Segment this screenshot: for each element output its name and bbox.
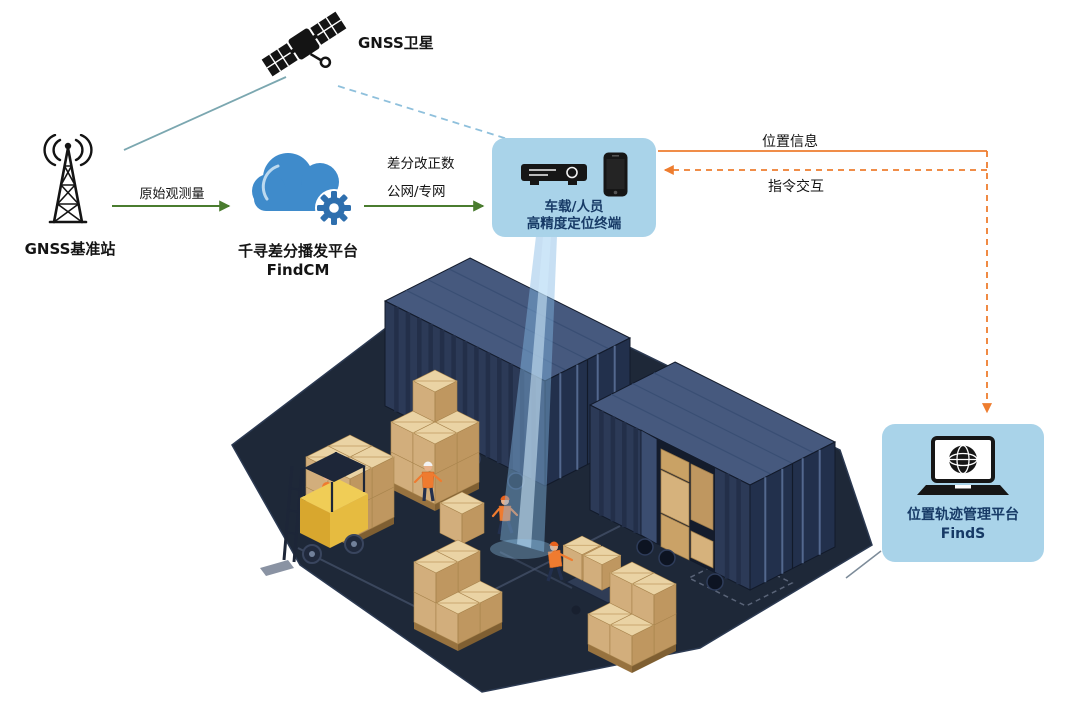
container-cargo-boxes — [660, 448, 714, 569]
terminal-node: 车载/人员 高精度定位终端 — [492, 138, 656, 237]
worker-3 — [546, 541, 574, 582]
smartphone-icon — [603, 152, 627, 196]
box-stack-right — [587, 561, 677, 673]
container-1 — [383, 257, 632, 490]
position-info-label: 位置信息 — [762, 134, 818, 150]
management-platform-node: 位置轨迹管理平台 FindS — [882, 424, 1044, 562]
signal-waves-icon — [43, 134, 93, 167]
satellite-icon — [261, 11, 347, 77]
worker-1 — [413, 461, 443, 502]
raw-observation-label: 原始观测量 — [139, 187, 205, 202]
terminal-icons — [520, 149, 629, 199]
radio-tower-icon — [43, 134, 93, 224]
command-interaction-label: 指令交互 — [768, 179, 824, 195]
forklift — [260, 452, 368, 576]
line-satellite-to-terminal — [337, 85, 515, 142]
container-2 — [588, 361, 837, 591]
container-2-wheels — [636, 538, 724, 591]
management-platform-title: 位置轨迹管理平台 — [907, 507, 1019, 523]
receiver-box-icon — [520, 164, 587, 185]
warehouse-illustration — [231, 257, 873, 693]
corrections-label-line1: 差分改正数 — [387, 156, 455, 172]
terminal-title: 车载/人员 — [544, 199, 604, 215]
terminal-subtitle: 高精度定位终端 — [526, 216, 622, 232]
corrections-label-line2: 公网/专网 — [387, 184, 446, 200]
line-satellite-to-base — [123, 76, 287, 151]
cloud-platform-subtitle: FindCM — [266, 261, 330, 279]
satellite-label: GNSS卫星 — [358, 34, 434, 52]
globe-icon — [948, 444, 978, 475]
laptop-globe-icon — [917, 436, 1009, 495]
cloud-platform-title: 千寻差分播发平台 — [237, 242, 358, 260]
base-station-label: GNSS基准站 — [24, 240, 116, 258]
callout-finds — [845, 550, 882, 579]
gear-icon — [315, 189, 353, 227]
positioning-beam — [490, 236, 557, 559]
worker-2 — [491, 495, 519, 535]
box-stack-middle — [413, 539, 503, 651]
cloud-gear-icon — [252, 153, 353, 227]
management-platform-subtitle: FindS — [940, 526, 986, 542]
